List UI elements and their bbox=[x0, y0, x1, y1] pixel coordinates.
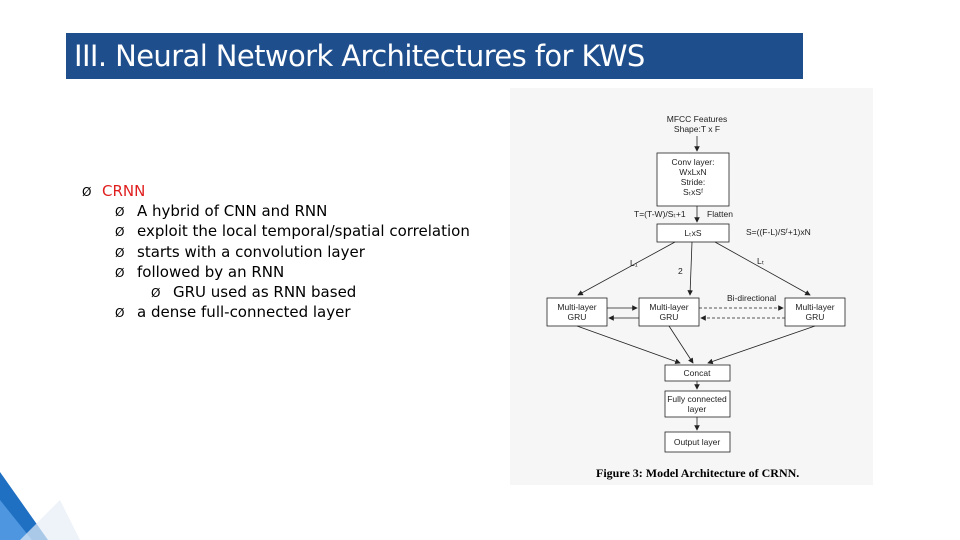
bullet-text: exploit the local temporal/spatial corre… bbox=[137, 222, 470, 241]
gru-mid-box bbox=[638, 297, 700, 327]
slide-title: III. Neural Network Architectures for KW… bbox=[74, 39, 645, 73]
gru-mid-line-1: Multi-layer bbox=[649, 302, 688, 312]
gru-left-line-1: Multi-layer bbox=[557, 302, 596, 312]
bullet-arrow-icon: Ø bbox=[115, 306, 125, 321]
concat-label: Concat bbox=[684, 368, 712, 378]
input-shape-label: Shape:T x F bbox=[674, 124, 720, 134]
bullet-item: Ø GRU used as RNN based bbox=[82, 283, 470, 303]
edge-label-lt: Lₜ bbox=[757, 256, 765, 266]
crnn-diagram: MFCC Features Shape:T x F Conv layer: Wx… bbox=[546, 114, 846, 480]
crnn-architecture-figure: MFCC Features Shape:T x F Conv layer: Wx… bbox=[510, 88, 873, 485]
fc-line-1: Fully connected bbox=[667, 394, 727, 404]
bullet-arrow-icon: Ø bbox=[115, 205, 125, 220]
flatten-box-label: LₜxS bbox=[684, 228, 701, 238]
bullet-arrow-icon: Ø bbox=[115, 265, 125, 280]
gru-left-line-2: GRU bbox=[568, 312, 587, 322]
gru-right-line-2: GRU bbox=[806, 312, 825, 322]
gru-right-box bbox=[784, 297, 846, 327]
bullet-text: starts with a convolution layer bbox=[137, 242, 365, 261]
conv-line-3: Stride: bbox=[681, 177, 706, 187]
output-box bbox=[664, 431, 731, 453]
figure-caption: Figure 3: Model Architecture of CRNN. bbox=[596, 466, 799, 480]
bullet-arrow-icon: Ø bbox=[115, 245, 125, 260]
bullet-text: GRU used as RNN based bbox=[173, 283, 357, 302]
corner-decoration bbox=[0, 472, 80, 540]
bullet-text: CRNN bbox=[102, 182, 146, 200]
arrow-mid-concat bbox=[668, 325, 694, 364]
bullet-arrow-icon: Ø bbox=[82, 185, 92, 199]
conv-layer-box bbox=[656, 152, 730, 207]
input-label: MFCC Features bbox=[667, 114, 727, 124]
fc-box bbox=[664, 390, 731, 418]
gru-right-line-1: Multi-layer bbox=[795, 302, 834, 312]
conv-line-1: Conv layer: bbox=[672, 157, 715, 167]
bullet-text: followed by an RNN bbox=[137, 262, 285, 281]
t-formula: T=(T-W)/Sₜ+1 bbox=[634, 209, 686, 219]
title-bar: III. Neural Network Architectures for KW… bbox=[66, 33, 803, 79]
fc-line-2: layer bbox=[688, 404, 707, 414]
bullet-arrow-icon: Ø bbox=[151, 286, 161, 301]
gru-mid-line-2: GRU bbox=[660, 312, 679, 322]
arrow-flat-right bbox=[714, 241, 811, 296]
flatten-label: Flatten bbox=[707, 209, 733, 219]
arrow-flat-mid bbox=[687, 241, 693, 296]
arrow-right-concat bbox=[707, 325, 816, 365]
flatten-box bbox=[656, 223, 730, 243]
bullet-item: Ø CRNN bbox=[82, 182, 470, 202]
edge-label-l1: L₁ bbox=[630, 258, 638, 268]
conv-line-2: WxLxN bbox=[679, 167, 706, 177]
bullet-text: A hybrid of CNN and RNN bbox=[137, 202, 328, 221]
edge-label-2: 2 bbox=[678, 266, 683, 276]
bidirectional-label: Bi-directional bbox=[727, 293, 776, 303]
output-label: Output layer bbox=[674, 437, 720, 447]
concat-box bbox=[664, 364, 731, 382]
s-formula: S=((F-L)/Sᶠ+1)xN bbox=[746, 227, 811, 237]
bullet-text: a dense full-connected layer bbox=[137, 303, 351, 322]
bullet-item: Ø A hybrid of CNN and RNN bbox=[82, 202, 470, 222]
bullet-arrow-icon: Ø bbox=[115, 225, 125, 240]
conv-line-4: SₜxSᶠ bbox=[683, 187, 703, 197]
arrow-left-concat bbox=[576, 325, 681, 365]
arrow-flat-left bbox=[577, 241, 676, 296]
